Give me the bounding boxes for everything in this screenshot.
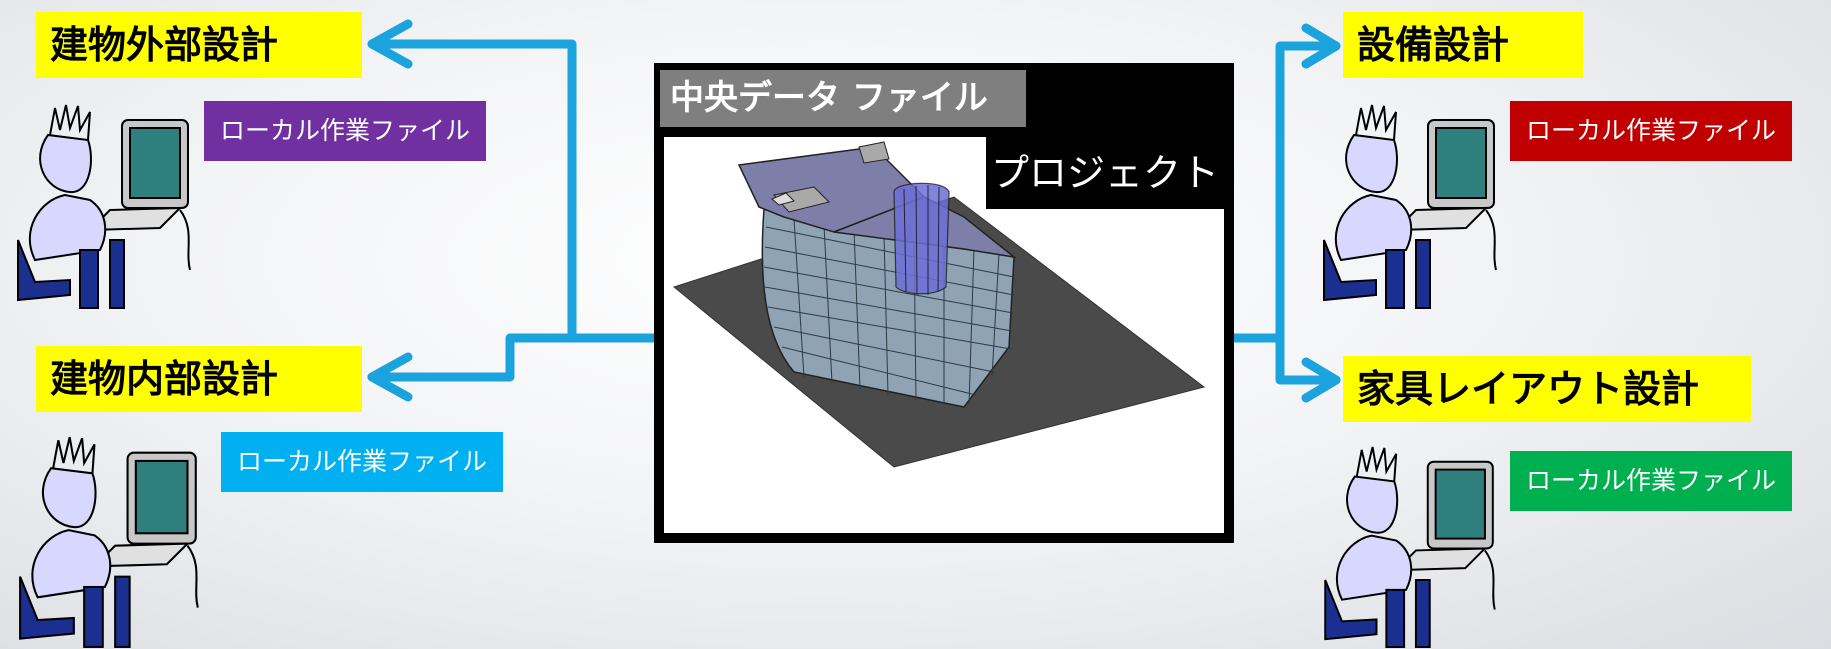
discipline-label-equipment: 設備設計 bbox=[1343, 12, 1583, 78]
arrow-to-exterior bbox=[367, 39, 669, 343]
project-label: プロジェクト bbox=[986, 137, 1224, 209]
designer-at-computer-icon bbox=[1323, 104, 1497, 309]
discipline-label-interior: 建物内部設計 bbox=[36, 346, 362, 412]
local-file-interior: ローカル作業ファイル bbox=[221, 432, 504, 492]
arrowhead-equipment bbox=[1301, 23, 1341, 69]
designer-at-computer-icon bbox=[17, 104, 191, 309]
arrowhead-furniture bbox=[1301, 357, 1341, 403]
designer-at-computer-icon bbox=[1324, 446, 1496, 649]
local-file-exterior: ローカル作業ファイル bbox=[204, 101, 487, 161]
discipline-label-furniture: 家具レイアウト設計 bbox=[1343, 356, 1751, 422]
arrow-to-equipment bbox=[1219, 41, 1341, 343]
arrow-to-furniture bbox=[1275, 333, 1341, 385]
discipline-label-exterior: 建物外部設計 bbox=[36, 12, 362, 78]
central-data-file-title: 中央データ ファイル bbox=[660, 70, 1026, 127]
arrowhead-interior bbox=[367, 352, 413, 402]
designer-at-computer-icon bbox=[19, 436, 199, 648]
local-file-furniture: ローカル作業ファイル bbox=[1510, 451, 1793, 511]
arrowhead-exterior bbox=[367, 19, 413, 69]
arrow-to-interior bbox=[367, 333, 577, 382]
local-file-equipment: ローカル作業ファイル bbox=[1510, 101, 1793, 161]
